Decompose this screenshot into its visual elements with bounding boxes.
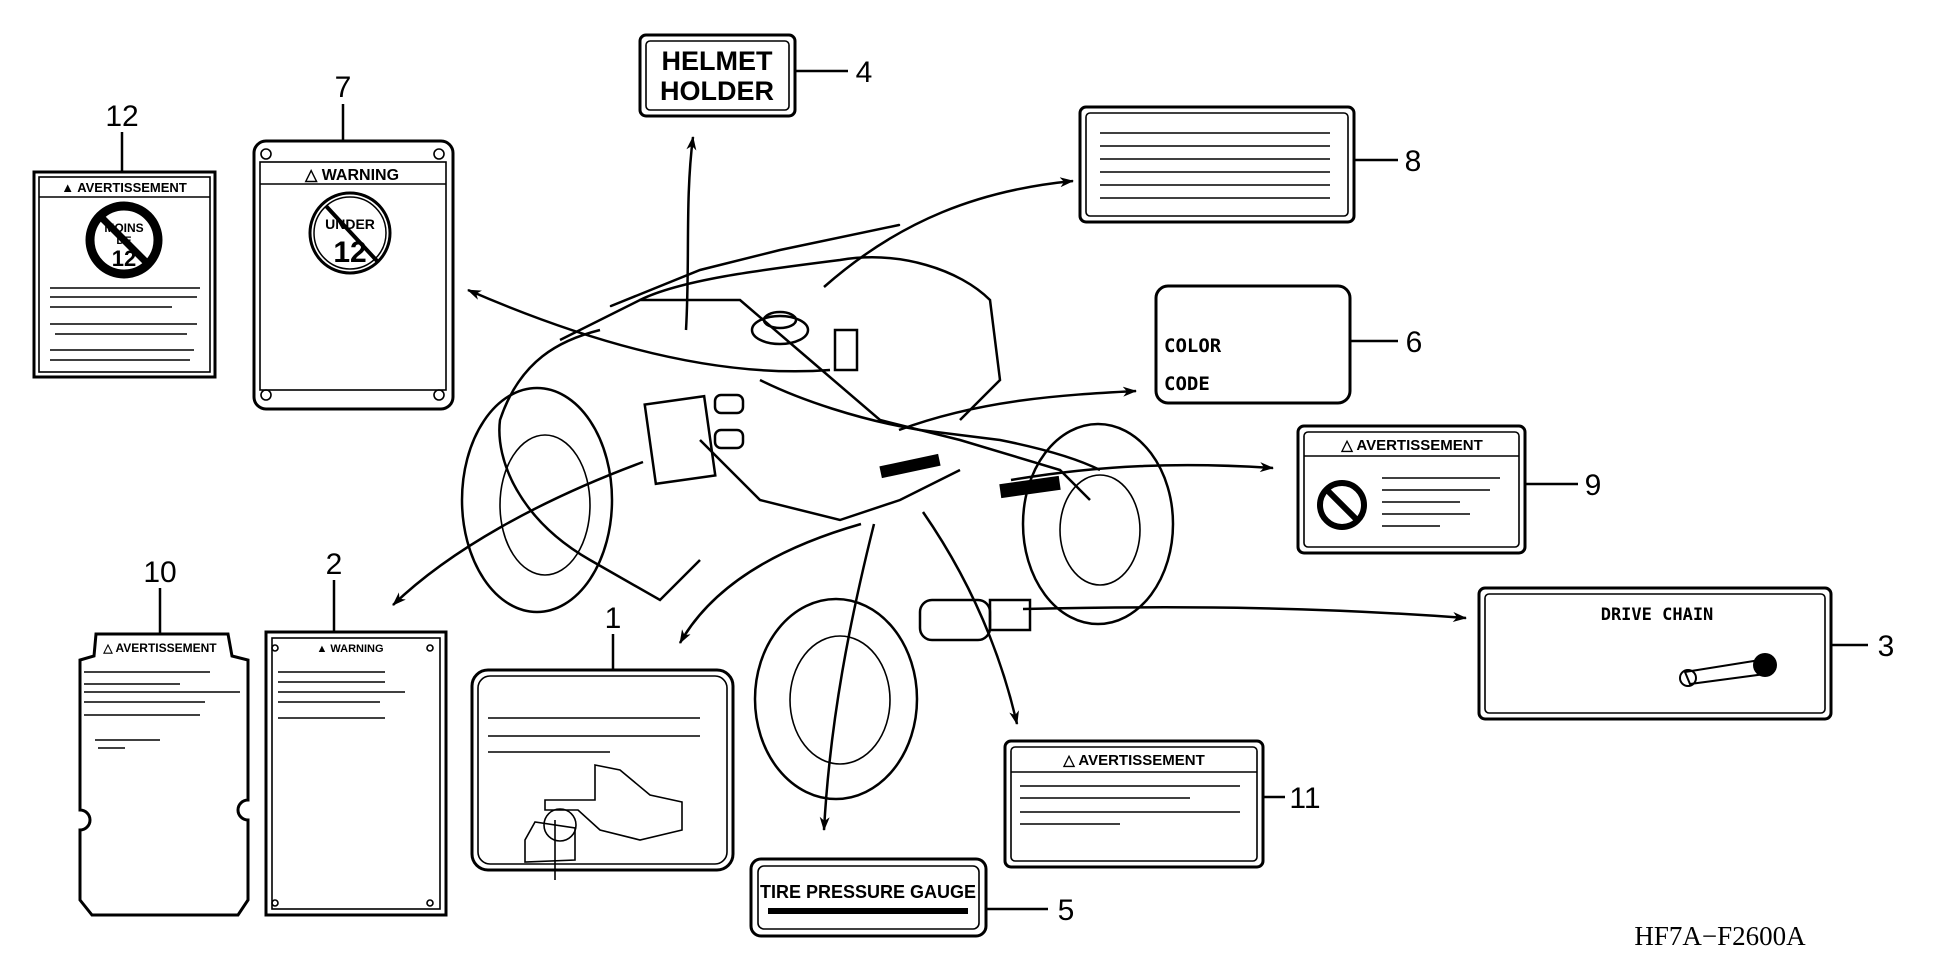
label-4-helmet-holder[interactable]: HELMET HOLDER 4: [638, 33, 873, 118]
callout-7: 7: [335, 71, 352, 104]
callout-12: 12: [105, 100, 138, 133]
engine-diagram-icon: [524, 764, 683, 880]
callout-8: 8: [1405, 145, 1422, 178]
svg-text:12: 12: [333, 236, 366, 269]
callout-11: 11: [1289, 782, 1320, 815]
arrow-to-6: [898, 386, 1137, 432]
svg-text:COLOR: COLOR: [1164, 335, 1222, 357]
label-3-drive-chain[interactable]: DRIVE CHAIN 3: [1477, 586, 1895, 721]
arrow-to-2: [392, 460, 644, 606]
arrow-to-5: [819, 523, 876, 831]
header-text: ▲ AVERTISSEMENT: [61, 180, 187, 195]
label-12-avertissement[interactable]: 12 ▲ AVERTISSEMENT MOINS DE 12: [32, 100, 217, 379]
callout-5: 5: [1058, 894, 1075, 927]
callout-3: 3: [1878, 630, 1895, 663]
chain-adjuster-icon: [1679, 653, 1777, 687]
svg-text:△ AVERTISSEMENT: △ AVERTISSEMENT: [1340, 437, 1483, 454]
arrow-to-11: [921, 511, 1019, 725]
label-5-tire-pressure-gauge[interactable]: TIRE PRESSURE GAUGE 5: [749, 857, 1075, 938]
callout-6: 6: [1406, 326, 1423, 359]
svg-text:CODE: CODE: [1164, 373, 1210, 395]
label-6-color-code[interactable]: COLOR CODE 6: [1154, 284, 1423, 405]
label-9-avertissement[interactable]: △ AVERTISSEMENT 9: [1296, 424, 1602, 555]
arrow-to-9: [1010, 462, 1274, 482]
svg-text:△ AVERTISSEMENT: △ AVERTISSEMENT: [1062, 752, 1205, 769]
svg-text:DRIVE CHAIN: DRIVE CHAIN: [1601, 605, 1714, 625]
arrow-to-1: [678, 522, 862, 644]
callout-10: 10: [143, 556, 176, 589]
prohibition-icon: [1317, 480, 1367, 530]
svg-text:HELMET: HELMET: [662, 46, 774, 76]
callout-9: 9: [1585, 469, 1602, 502]
label-11-avertissement[interactable]: △ AVERTISSEMENT 11: [1003, 739, 1321, 869]
callout-4: 4: [856, 56, 873, 89]
arrow-to-3: [1022, 606, 1467, 623]
svg-text:△ AVERTISSEMENT: △ AVERTISSEMENT: [102, 641, 217, 655]
svg-text:HOLDER: HOLDER: [660, 76, 774, 106]
no-under-12-icon: MOINS DE 12: [85, 201, 163, 279]
diagram-code: HF7A−F2600A: [1634, 921, 1806, 951]
label-7-warning[interactable]: 7 △ WARNING UNDER 12: [252, 71, 455, 411]
callout-1: 1: [605, 602, 622, 635]
pointer-arrows: [392, 136, 1467, 831]
header-text: △ WARNING: [304, 167, 399, 184]
label-1-illustration[interactable]: 1: [470, 602, 735, 880]
arrow-to-4: [684, 136, 697, 331]
callout-2: 2: [326, 548, 343, 581]
no-under-12-icon: UNDER 12: [308, 191, 392, 275]
label-8-blank[interactable]: 8: [1078, 105, 1422, 224]
atv-illustration: [460, 223, 1175, 801]
svg-text:▲ WARNING: ▲ WARNING: [316, 643, 383, 655]
arrow-to-7: [467, 288, 831, 373]
label-2-warning[interactable]: 2 ▲ WARNING: [264, 548, 448, 917]
arrow-to-8: [823, 177, 1074, 288]
label-10-avertissement[interactable]: 10 △ AVERTISSEMENT: [78, 556, 250, 917]
svg-text:TIRE PRESSURE GAUGE: TIRE PRESSURE GAUGE: [760, 882, 976, 902]
